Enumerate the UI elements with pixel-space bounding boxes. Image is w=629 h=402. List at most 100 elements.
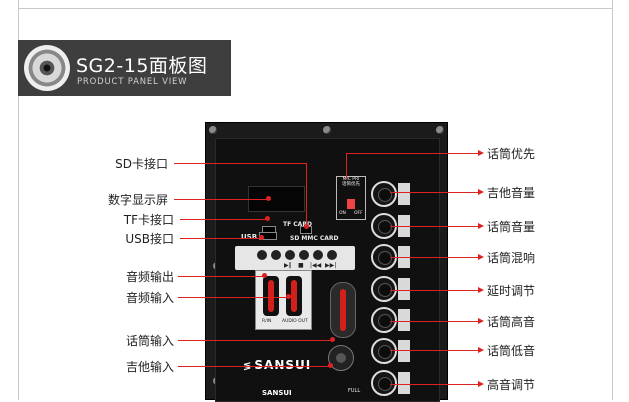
right-label: 话筒高音 — [487, 315, 536, 329]
page-title: SG2-15面板图 — [76, 55, 208, 77]
knob-label-tag — [398, 183, 410, 205]
callout-line — [390, 290, 480, 291]
sd-card-label: SD MMC CARD — [290, 235, 339, 242]
brand-logo-text: ≶SANSUI — [243, 358, 311, 372]
next-icon: ▶▶| — [325, 262, 337, 269]
callout-arrow — [478, 223, 484, 229]
callout-arrow — [478, 347, 484, 353]
left-label: 吉他输入 — [125, 360, 174, 374]
screw-icon — [209, 126, 217, 134]
callout-line — [178, 276, 264, 277]
mic-priority-switch[interactable] — [347, 199, 355, 209]
control-button[interactable] — [285, 250, 295, 260]
control-button[interactable] — [327, 250, 337, 260]
left-label: TF卡接口 — [123, 213, 174, 227]
knob-label-tag — [398, 309, 410, 331]
callout-line — [174, 163, 306, 164]
callout-dot — [266, 196, 271, 201]
prev-icon: |◀◀ — [310, 262, 322, 269]
control-button[interactable] — [257, 250, 267, 260]
io-out-label: AUDIO OUT — [282, 319, 308, 324]
knob-label-tag — [398, 372, 410, 394]
left-label: USB接口 — [125, 232, 174, 246]
control-button[interactable] — [271, 250, 281, 260]
screw-icon — [436, 126, 444, 134]
callout-dot — [286, 294, 291, 299]
audio-io-box: R/IN AUDIO OUT — [255, 270, 312, 330]
callout-arrow — [478, 381, 484, 387]
callout-line — [390, 257, 480, 258]
right-label: 高音调节 — [487, 378, 536, 392]
callout-line — [178, 366, 330, 367]
treble-knob[interactable] — [371, 370, 397, 396]
callout-line — [178, 340, 332, 341]
mic-treble-knob[interactable] — [371, 307, 397, 333]
callout-line — [390, 192, 480, 193]
brand-name: SANSUI — [254, 358, 312, 372]
left-label: SD卡接口 — [115, 157, 168, 171]
stop-icon: ■ — [298, 262, 304, 269]
control-button-strip: ▶‖ ■ |◀◀ ▶▶| — [235, 246, 355, 270]
callout-dot — [304, 224, 309, 229]
right-label: 话筒优先 — [487, 147, 536, 161]
callout-dot — [262, 273, 267, 278]
control-button[interactable] — [299, 250, 309, 260]
callout-line — [346, 153, 347, 179]
callout-line — [178, 297, 288, 298]
mic-priority-switch-box: MIC PRI 话筒优先 ON OFF — [336, 176, 366, 220]
audio-output-jack[interactable] — [263, 276, 279, 316]
page-subtitle: PRODUCT PANEL VIEW — [77, 77, 188, 87]
right-label: 话筒混响 — [487, 251, 536, 265]
callout-arrow — [478, 287, 484, 293]
play-pause-icon: ▶‖ — [284, 262, 292, 269]
left-label: 音频输出 — [125, 270, 174, 284]
callout-dot — [259, 235, 264, 240]
callout-arrow — [478, 150, 484, 156]
speaker-icon — [24, 45, 70, 91]
mic-pri-on-label: ON — [339, 211, 346, 216]
callout-line — [174, 199, 268, 200]
full-label: FULL — [348, 388, 361, 394]
guitar-input-jack[interactable] — [328, 345, 354, 371]
tf-card-label: TF CARD — [283, 221, 312, 228]
callout-line — [306, 163, 307, 225]
callout-line — [180, 238, 260, 239]
left-label: 音频输入 — [125, 291, 174, 305]
callout-line — [390, 226, 480, 227]
callout-dot — [328, 363, 333, 368]
mic-input-jack[interactable] — [330, 282, 356, 338]
callout-line — [390, 321, 480, 322]
top-border — [18, 0, 19, 400]
header-banner: SG2-15面板图 PRODUCT PANEL VIEW — [18, 40, 231, 96]
left-label: 数字显示屏 — [107, 193, 168, 207]
callout-arrow — [478, 254, 484, 260]
audio-input-jack[interactable] — [286, 276, 302, 316]
callout-line — [346, 153, 480, 154]
knob-label-tag — [398, 340, 410, 362]
io-in-label: R/IN — [262, 319, 272, 324]
brand-logo-small: SANSUI — [262, 389, 292, 397]
right-label: 话筒音量 — [487, 220, 536, 234]
usb-label: USB — [241, 233, 258, 241]
callout-line — [390, 384, 480, 385]
callout-arrow — [478, 318, 484, 324]
guitar-volume-knob[interactable] — [371, 181, 397, 207]
screw-icon — [323, 126, 331, 134]
callout-dot — [265, 216, 270, 221]
mic-bass-knob[interactable] — [371, 338, 397, 364]
right-label: 话筒低音 — [487, 344, 536, 358]
left-label: 话筒输入 — [125, 334, 174, 348]
control-button[interactable] — [313, 250, 323, 260]
callout-arrow — [478, 189, 484, 195]
mic-priority-label: MIC PRI 话筒优先 — [342, 177, 360, 187]
callout-dot — [330, 337, 335, 342]
bottom-divider — [18, 8, 613, 9]
callout-line — [180, 219, 266, 220]
right-label: 吉他音量 — [487, 186, 536, 200]
right-border — [612, 0, 613, 400]
delay-knob[interactable] — [371, 276, 397, 302]
mic-pri-off-label: OFF — [354, 211, 363, 216]
right-label: 延时调节 — [487, 284, 536, 298]
digital-display — [248, 186, 305, 212]
knob-label-tag — [398, 278, 410, 300]
